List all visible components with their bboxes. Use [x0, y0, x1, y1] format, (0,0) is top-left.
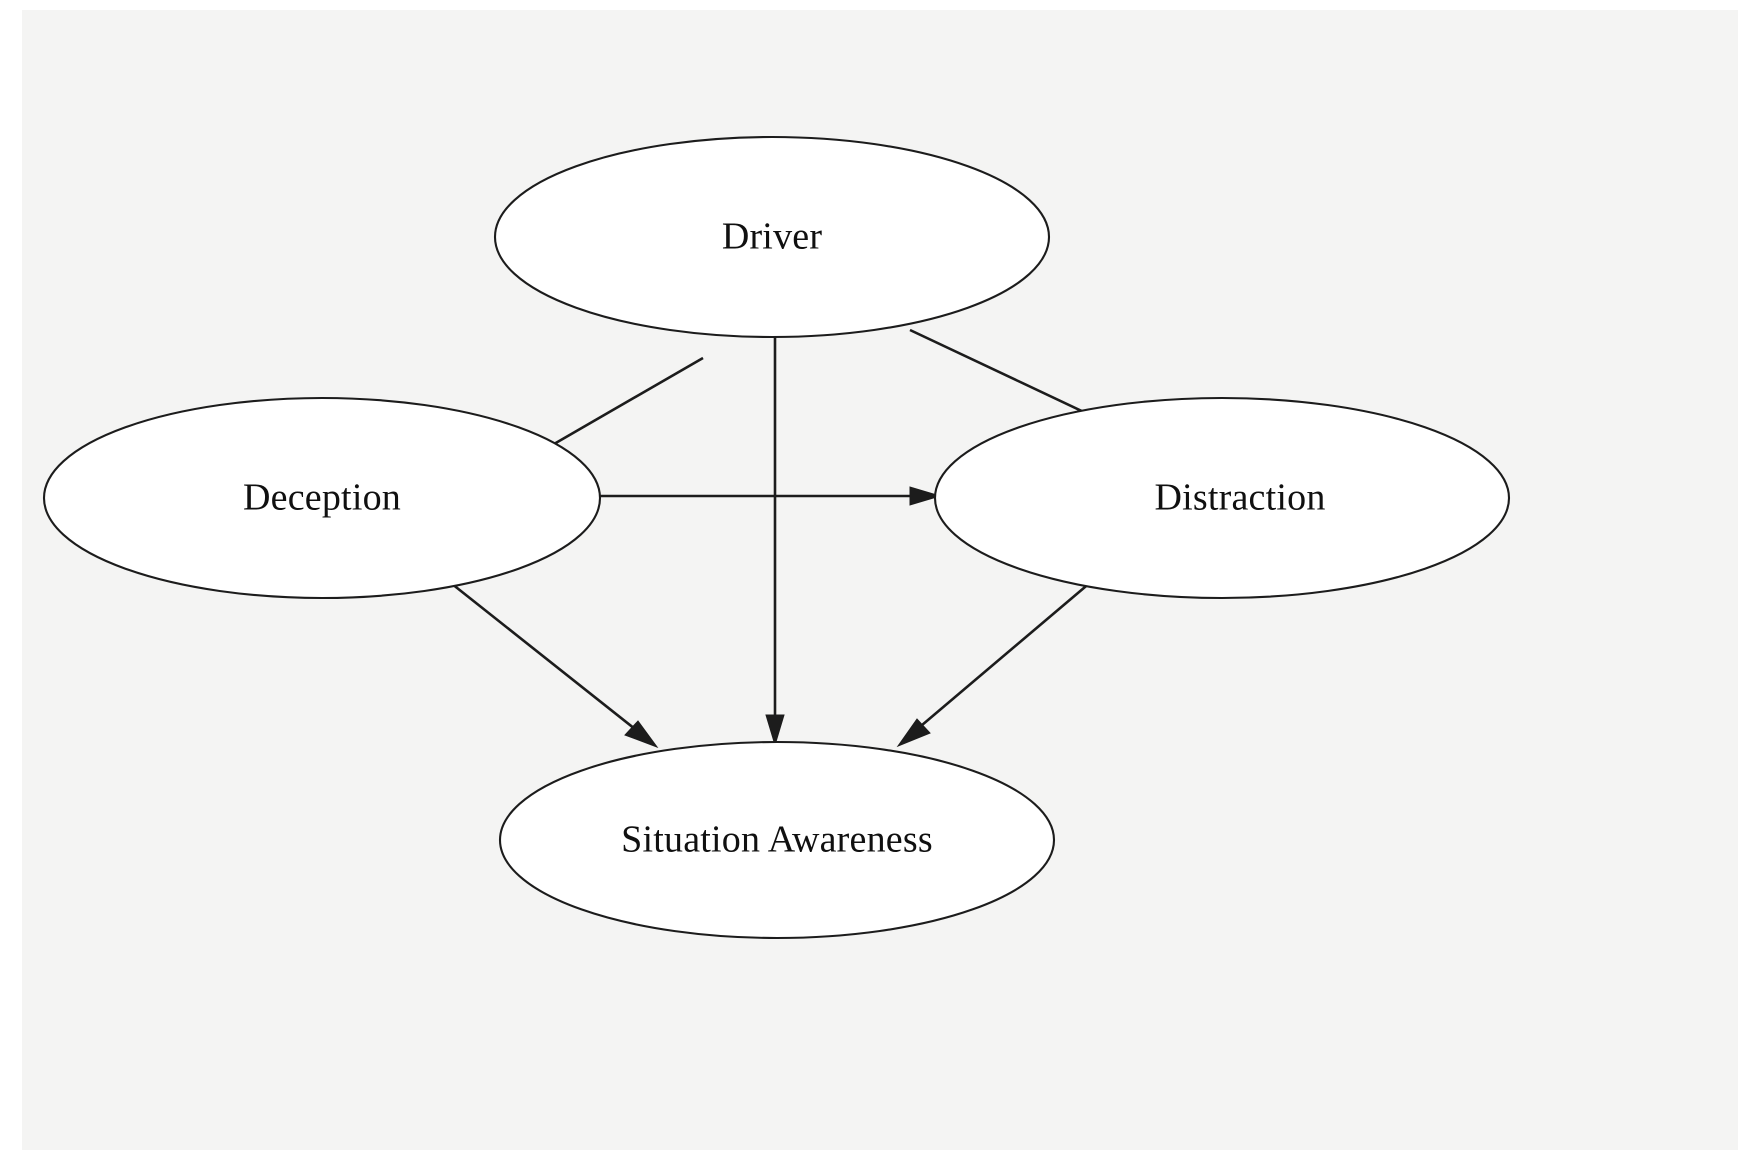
- edge-deception-to-distraction: [600, 486, 942, 506]
- edge-driver-to-deception-line: [534, 356, 704, 457]
- node-distraction-label: Distraction: [1154, 477, 1325, 519]
- node-situation-awareness-label: Situation Awareness: [621, 819, 933, 861]
- node-situation-awareness-ellipse[interactable]: [498, 740, 1056, 940]
- edge-deception-to-situation-awareness: [441, 574, 659, 749]
- edge-distraction-to-situation-awareness-arrowhead: [896, 718, 931, 748]
- node-situation-awareness[interactable]: Situation Awareness: [498, 740, 1056, 940]
- node-deception-label: Deception: [243, 477, 401, 519]
- edge-deception-to-situation-awareness-arrowhead: [624, 720, 659, 749]
- edge-driver-to-situation-awareness-arrowhead: [765, 714, 785, 747]
- node-distraction[interactable]: Distraction: [933, 396, 1511, 600]
- node-driver-label: Driver: [722, 216, 823, 258]
- edge-driver-to-situation-awareness: [765, 336, 785, 747]
- node-distraction-ellipse[interactable]: [933, 396, 1511, 600]
- edge-deception-to-distraction-arrowhead: [909, 486, 942, 506]
- edge-distraction-to-situation-awareness-line: [914, 575, 1099, 732]
- node-deception-ellipse[interactable]: [42, 396, 602, 600]
- node-driver-ellipse[interactable]: [493, 135, 1051, 339]
- edge-deception-to-situation-awareness-line: [441, 574, 641, 735]
- edge-distraction-to-situation-awareness: [896, 575, 1099, 748]
- node-driver[interactable]: Driver: [493, 135, 1051, 339]
- node-deception[interactable]: Deception: [42, 396, 602, 600]
